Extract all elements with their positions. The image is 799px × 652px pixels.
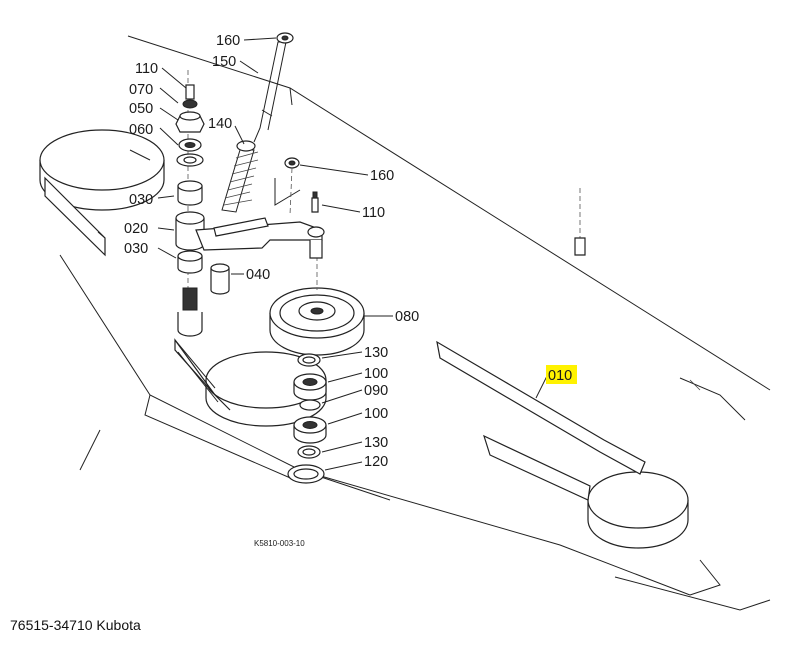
right-pulley bbox=[587, 471, 689, 549]
part-labels: 160 150 110 070 050 060 140 160 030 110 … bbox=[124, 33, 572, 548]
left-pulley bbox=[39, 129, 165, 211]
tension-arm-assembly bbox=[195, 32, 586, 259]
label-010: 010 bbox=[548, 368, 572, 384]
label-140: 140 bbox=[208, 116, 232, 132]
label-110-left: 110 bbox=[135, 61, 158, 77]
label-050: 050 bbox=[129, 101, 153, 117]
label-020: 020 bbox=[124, 221, 148, 237]
left-stack-parts bbox=[175, 70, 230, 337]
label-130-lower: 130 bbox=[364, 435, 388, 451]
label-160-right: 160 bbox=[370, 168, 394, 184]
right-stack-parts bbox=[287, 353, 327, 484]
idler-pulley bbox=[269, 232, 365, 356]
leader-lines bbox=[157, 37, 549, 471]
label-110-right: 110 bbox=[362, 205, 385, 221]
label-090: 090 bbox=[364, 383, 388, 399]
drawing-code: K5810-003-10 bbox=[254, 539, 305, 548]
label-100-upper: 100 bbox=[364, 366, 388, 382]
label-040: 040 bbox=[246, 267, 270, 283]
label-030-upper: 030 bbox=[129, 192, 153, 208]
label-010-highlight bbox=[546, 365, 577, 384]
v-belt bbox=[44, 149, 646, 501]
label-070: 070 bbox=[129, 82, 153, 98]
label-150: 150 bbox=[212, 54, 236, 70]
label-060: 060 bbox=[129, 122, 153, 138]
label-130-upper: 130 bbox=[364, 345, 388, 361]
label-030-lower: 030 bbox=[124, 241, 148, 257]
label-100-lower: 100 bbox=[364, 406, 388, 422]
label-120: 120 bbox=[364, 454, 388, 470]
label-160-top: 160 bbox=[216, 33, 240, 49]
caption: 76515-34710 Kubota bbox=[10, 617, 141, 633]
label-080: 080 bbox=[395, 309, 419, 325]
